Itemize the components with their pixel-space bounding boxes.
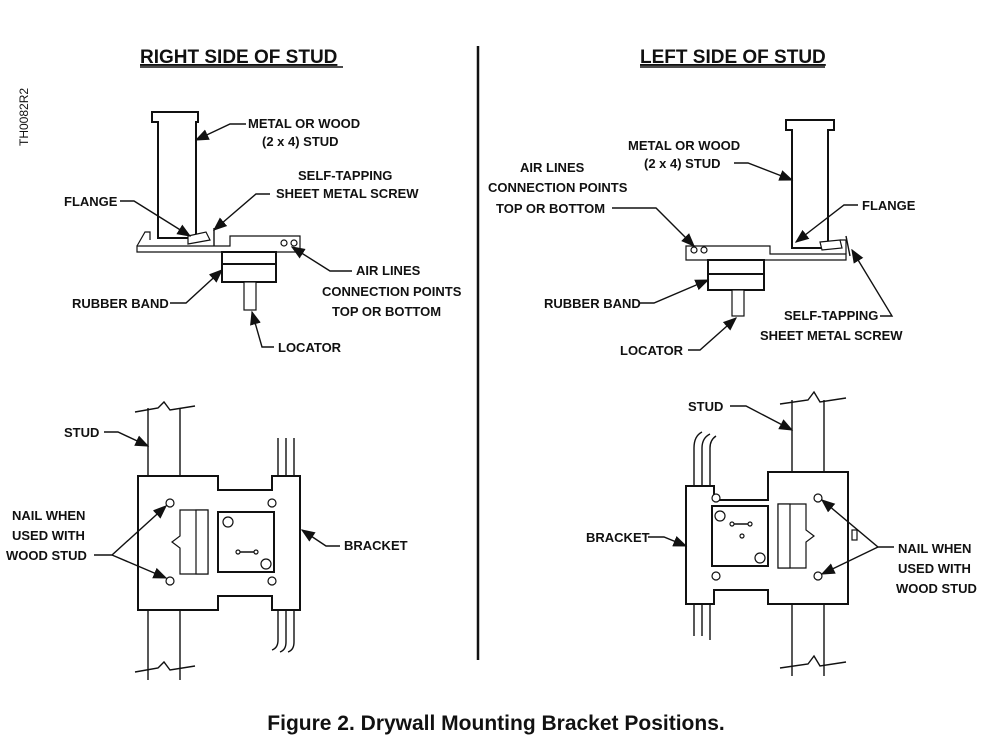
right-front-callouts: STUD NAIL WHEN USED WITH WOOD STUD BRACK… [6, 425, 408, 579]
label-screw-r2: SHEET METAL SCREW [276, 186, 419, 201]
label-nail-r2: USED WITH [12, 528, 85, 543]
left-front-view [685, 390, 858, 676]
label-screw-l2: SHEET METAL SCREW [760, 328, 903, 343]
left-front-callouts: STUD BRACKET NAIL WHEN USED WITH WOOD ST… [586, 399, 977, 596]
label-rubber-l: RUBBER BAND [544, 296, 641, 311]
label-stud-l: STUD [688, 399, 723, 414]
label-bracket-l: BRACKET [586, 530, 650, 545]
label-locator-r: LOCATOR [278, 340, 342, 355]
label-air-l3: TOP OR BOTTOM [496, 201, 605, 216]
left-callouts: METAL OR WOOD (2 x 4) STUD AIR LINES CON… [488, 138, 916, 358]
label-rubber-r: RUBBER BAND [72, 296, 169, 311]
right-callouts: METAL OR WOOD (2 x 4) STUD SELF-TAPPING … [64, 116, 462, 355]
label-screw-r1: SELF-TAPPING [298, 168, 392, 183]
label-air-r3: TOP OR BOTTOM [332, 304, 441, 319]
label-stud-type-l2: (2 x 4) STUD [644, 156, 721, 171]
label-stud-type-r2: (2 x 4) STUD [262, 134, 339, 149]
right-front-view [134, 400, 301, 680]
label-bracket-r: BRACKET [344, 538, 408, 553]
label-screw-l1: SELF-TAPPING [784, 308, 878, 323]
label-air-l1: AIR LINES [520, 160, 585, 175]
label-nail-l3: WOOD STUD [896, 581, 977, 596]
label-nail-l2: USED WITH [898, 561, 971, 576]
label-nail-l1: NAIL WHEN [898, 541, 971, 556]
label-flange-l: FLANGE [862, 198, 916, 213]
heading-left-side: LEFT SIDE OF STUD [640, 47, 826, 68]
label-air-l2: CONNECTION POINTS [488, 180, 628, 195]
document-code: TH0082R2 [17, 88, 31, 146]
right-side-view [136, 111, 301, 311]
label-stud-r: STUD [64, 425, 99, 440]
label-air-r2: CONNECTION POINTS [322, 284, 462, 299]
label-nail-r3: WOOD STUD [6, 548, 87, 563]
label-locator-l: LOCATOR [620, 343, 684, 358]
label-stud-type-l1: METAL OR WOOD [628, 138, 740, 153]
heading-right-side: RIGHT SIDE OF STUD [140, 47, 337, 68]
figure-caption: Figure 2. Drywall Mounting Bracket Posit… [267, 712, 724, 735]
label-stud-type-r1: METAL OR WOOD [248, 116, 360, 131]
label-air-r1: AIR LINES [356, 263, 421, 278]
left-side-view [685, 119, 851, 317]
label-flange-r: FLANGE [64, 194, 118, 209]
label-nail-r1: NAIL WHEN [12, 508, 85, 523]
